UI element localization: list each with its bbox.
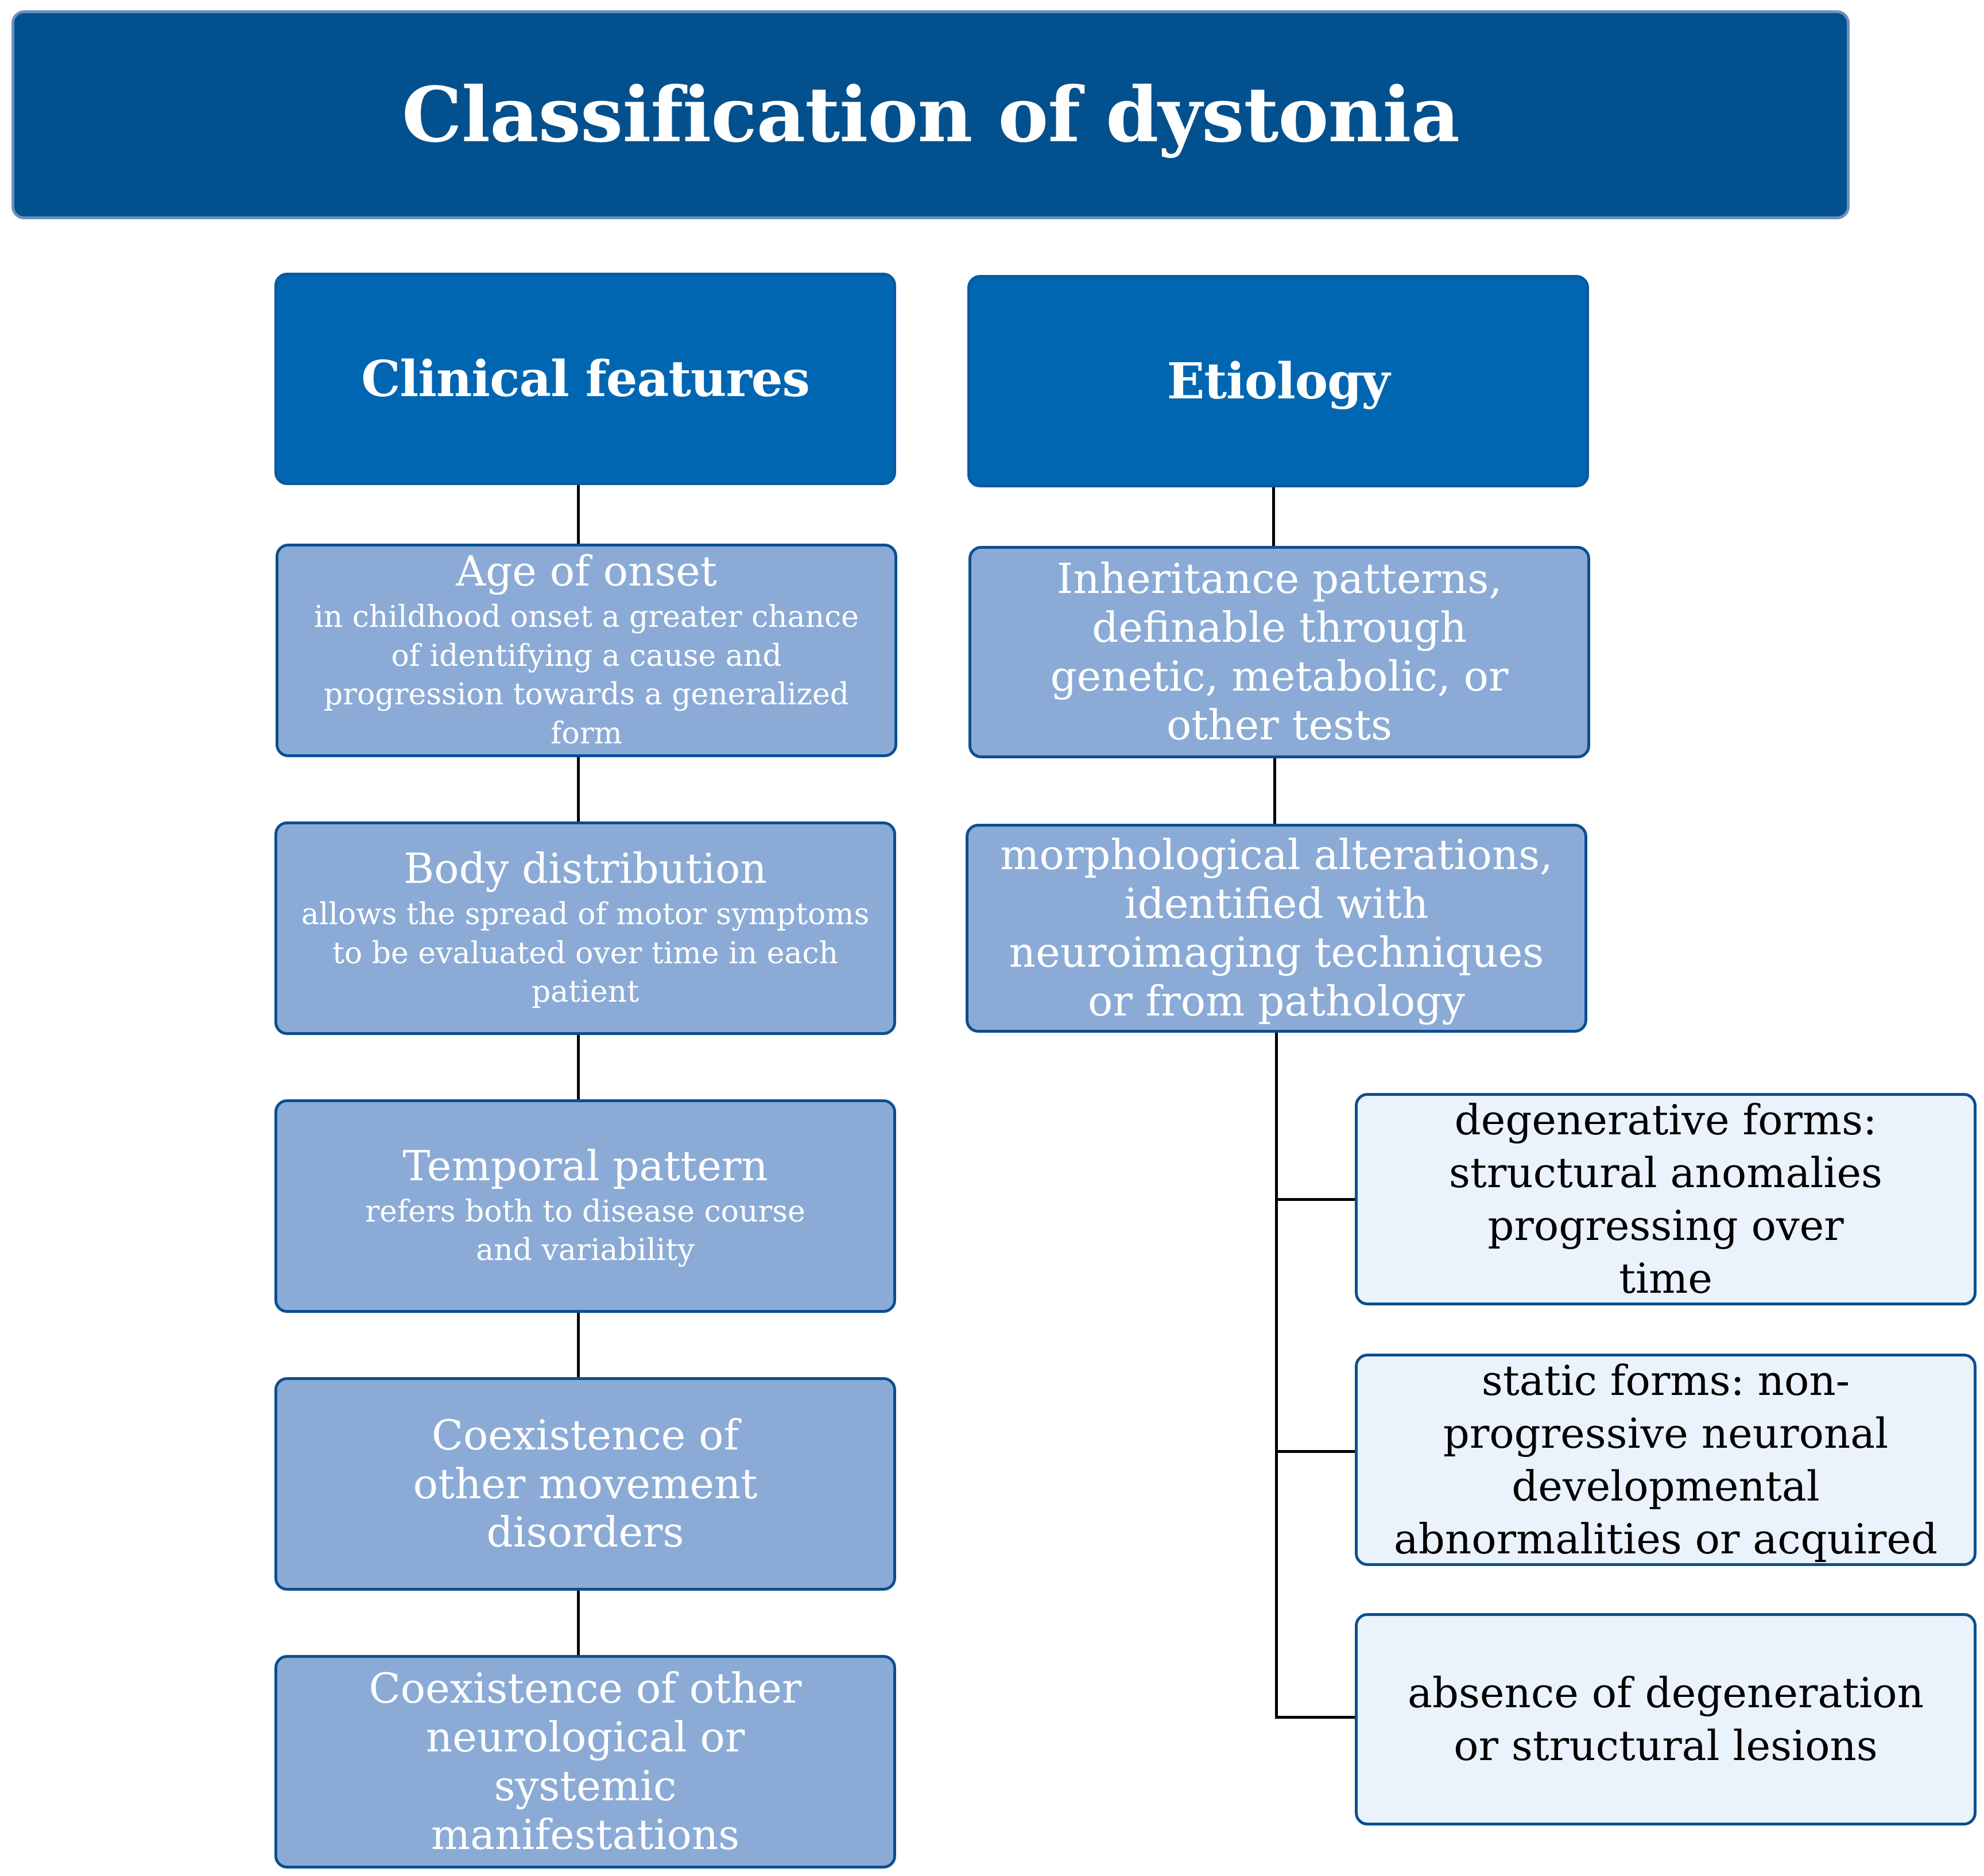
leaf-static-forms-text: static forms: non-progressive neuronal d… xyxy=(1393,1356,1938,1564)
node-age-of-onset-title: Age of onset xyxy=(456,547,717,596)
node-age-of-onset-description: in childhood onset a greater chance of i… xyxy=(314,600,859,751)
etiology-header: Etiology xyxy=(967,275,1589,487)
leaf-degenerative-forms-text: degenerative forms: structural anomalies… xyxy=(1448,1095,1882,1303)
connector-inheritance-to-morphological xyxy=(1273,757,1276,825)
diagram-title: Classification of dystonia xyxy=(401,70,1460,160)
leaf-degenerative-forms: degenerative forms: structural anomalies… xyxy=(1355,1093,1977,1305)
node-coexistence-neurological-title: Coexistence of other neurological or sys… xyxy=(369,1664,802,1859)
node-body-distribution-title: Body distribution xyxy=(404,844,767,893)
node-coexistence-movement-title: Coexistence of other movement disorders xyxy=(413,1410,758,1557)
connector-temporal-to-movement xyxy=(577,1311,580,1379)
node-age-of-onset: Age of onset in childhood onset a greate… xyxy=(276,544,897,757)
node-temporal-pattern: Temporal pattern refers both to disease … xyxy=(274,1099,896,1313)
node-inheritance-patterns: Inheritance patterns, definable through … xyxy=(968,546,1590,758)
leaf-absence-of-degeneration-text: absence of degeneration or structural le… xyxy=(1407,1668,1924,1770)
connector-branch-degenerative xyxy=(1275,1198,1356,1201)
node-body-distribution-description: allows the spread of motor symptoms to b… xyxy=(301,897,870,1010)
diagram-title-box: Classification of dystonia xyxy=(11,10,1850,219)
connector-branch-absence xyxy=(1275,1716,1356,1719)
leaf-static-forms: static forms: non-progressive neuronal d… xyxy=(1355,1354,1977,1566)
etiology-header-text: Etiology xyxy=(1167,352,1390,410)
leaf-absence-of-degeneration: absence of degeneration or structural le… xyxy=(1355,1613,1977,1825)
connector-branch-static xyxy=(1275,1450,1356,1453)
node-morphological-alterations: morphological alterations, identified wi… xyxy=(966,824,1587,1033)
node-coexistence-neurological: Coexistence of other neurological or sys… xyxy=(274,1655,896,1869)
connector-morphological-trunk xyxy=(1275,1031,1278,1719)
node-morphological-alterations-title: morphological alterations, identified wi… xyxy=(1000,831,1553,1025)
clinical-features-header-text: Clinical features xyxy=(361,350,810,408)
connector-body-to-temporal xyxy=(577,1033,580,1101)
connector-age-to-body xyxy=(577,755,580,823)
connector-clinical-header-to-age xyxy=(577,483,580,545)
node-coexistence-movement: Coexistence of other movement disorders xyxy=(274,1377,896,1591)
connector-etiology-header-to-inheritance xyxy=(1272,486,1275,548)
connector-movement-to-neurological xyxy=(577,1589,580,1657)
clinical-features-header: Clinical features xyxy=(274,273,896,485)
node-inheritance-patterns-title: Inheritance patterns, definable through … xyxy=(1050,555,1509,749)
node-temporal-pattern-title: Temporal pattern xyxy=(402,1141,768,1190)
node-body-distribution: Body distribution allows the spread of m… xyxy=(274,821,896,1035)
node-temporal-pattern-description: refers both to disease course and variab… xyxy=(365,1194,805,1268)
